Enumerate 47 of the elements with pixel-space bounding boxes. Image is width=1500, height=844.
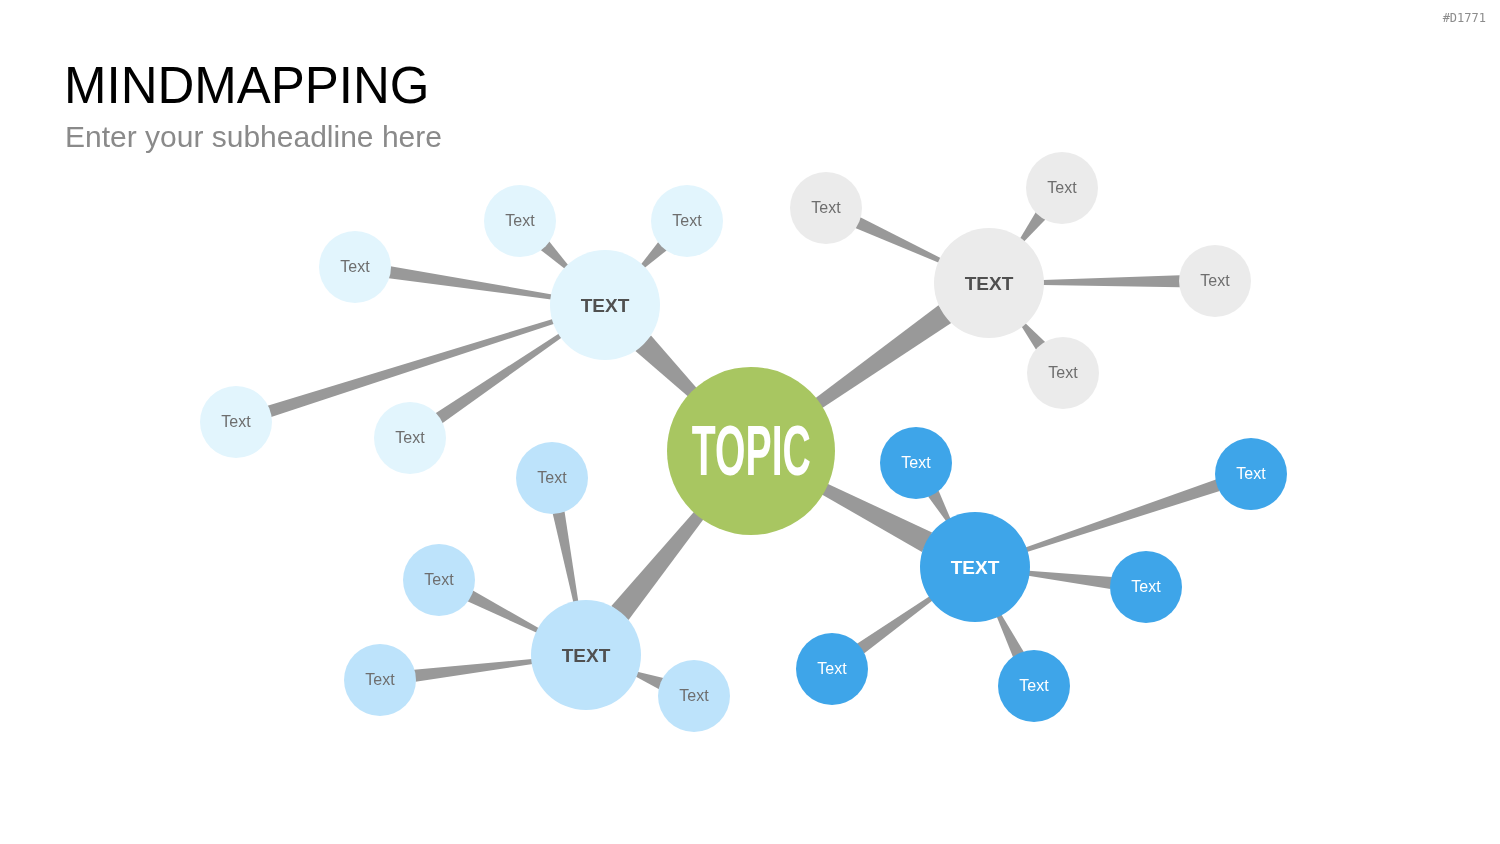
branch-label: TEXT [580,295,630,315]
connector-line [1025,479,1220,553]
connector-line [821,483,933,552]
connector-line [996,614,1024,658]
leaf-label: Text [672,213,702,229]
connector-line [540,241,569,269]
connector-line [1043,275,1181,288]
leaf-label: Text [811,200,841,216]
leaf-label: Text [1019,678,1049,694]
branch-label: TEXT [950,557,1000,577]
connector-line [388,266,552,300]
leaf-label: Text [537,470,567,486]
page-subtitle: Enter your subheadline here [65,120,442,155]
connector-line [467,590,539,633]
connector-line [1028,570,1112,589]
connector-line [1019,212,1046,242]
leaf-label: Text [1047,180,1077,196]
connector-line [414,659,533,682]
connector-line [815,305,952,408]
page-title: MINDMAPPING [64,58,430,115]
leaf-label: Text [424,572,454,588]
connector-line [855,217,941,263]
branch-label: TEXT [964,273,1014,293]
leaf-label: Text [901,455,931,471]
leaf-label: Text [817,661,847,677]
leaf-label: Text [1200,273,1230,289]
leaf-label: Text [221,414,251,430]
branch-label: TEXT [561,645,611,665]
connector-line [857,596,933,654]
connector-line [640,241,667,269]
connector-line [635,671,664,690]
connector-line [552,511,579,603]
leaf-label: Text [395,430,425,446]
topic-label: TOPIC [691,416,811,486]
connector-line [635,335,697,397]
connector-line [928,490,951,522]
leaf-label: Text [365,672,395,688]
connector-line [611,511,704,620]
connector-line [267,318,555,418]
leaf-label: Text [340,259,370,275]
leaf-label: Text [505,213,535,229]
leaf-label: Text [1236,466,1266,482]
slide-code: #D1771 [1442,12,1486,26]
leaf-label: Text [679,688,709,704]
connector-line [435,333,562,424]
leaf-label: Text [1048,365,1078,381]
leaf-label: Text [1131,579,1161,595]
